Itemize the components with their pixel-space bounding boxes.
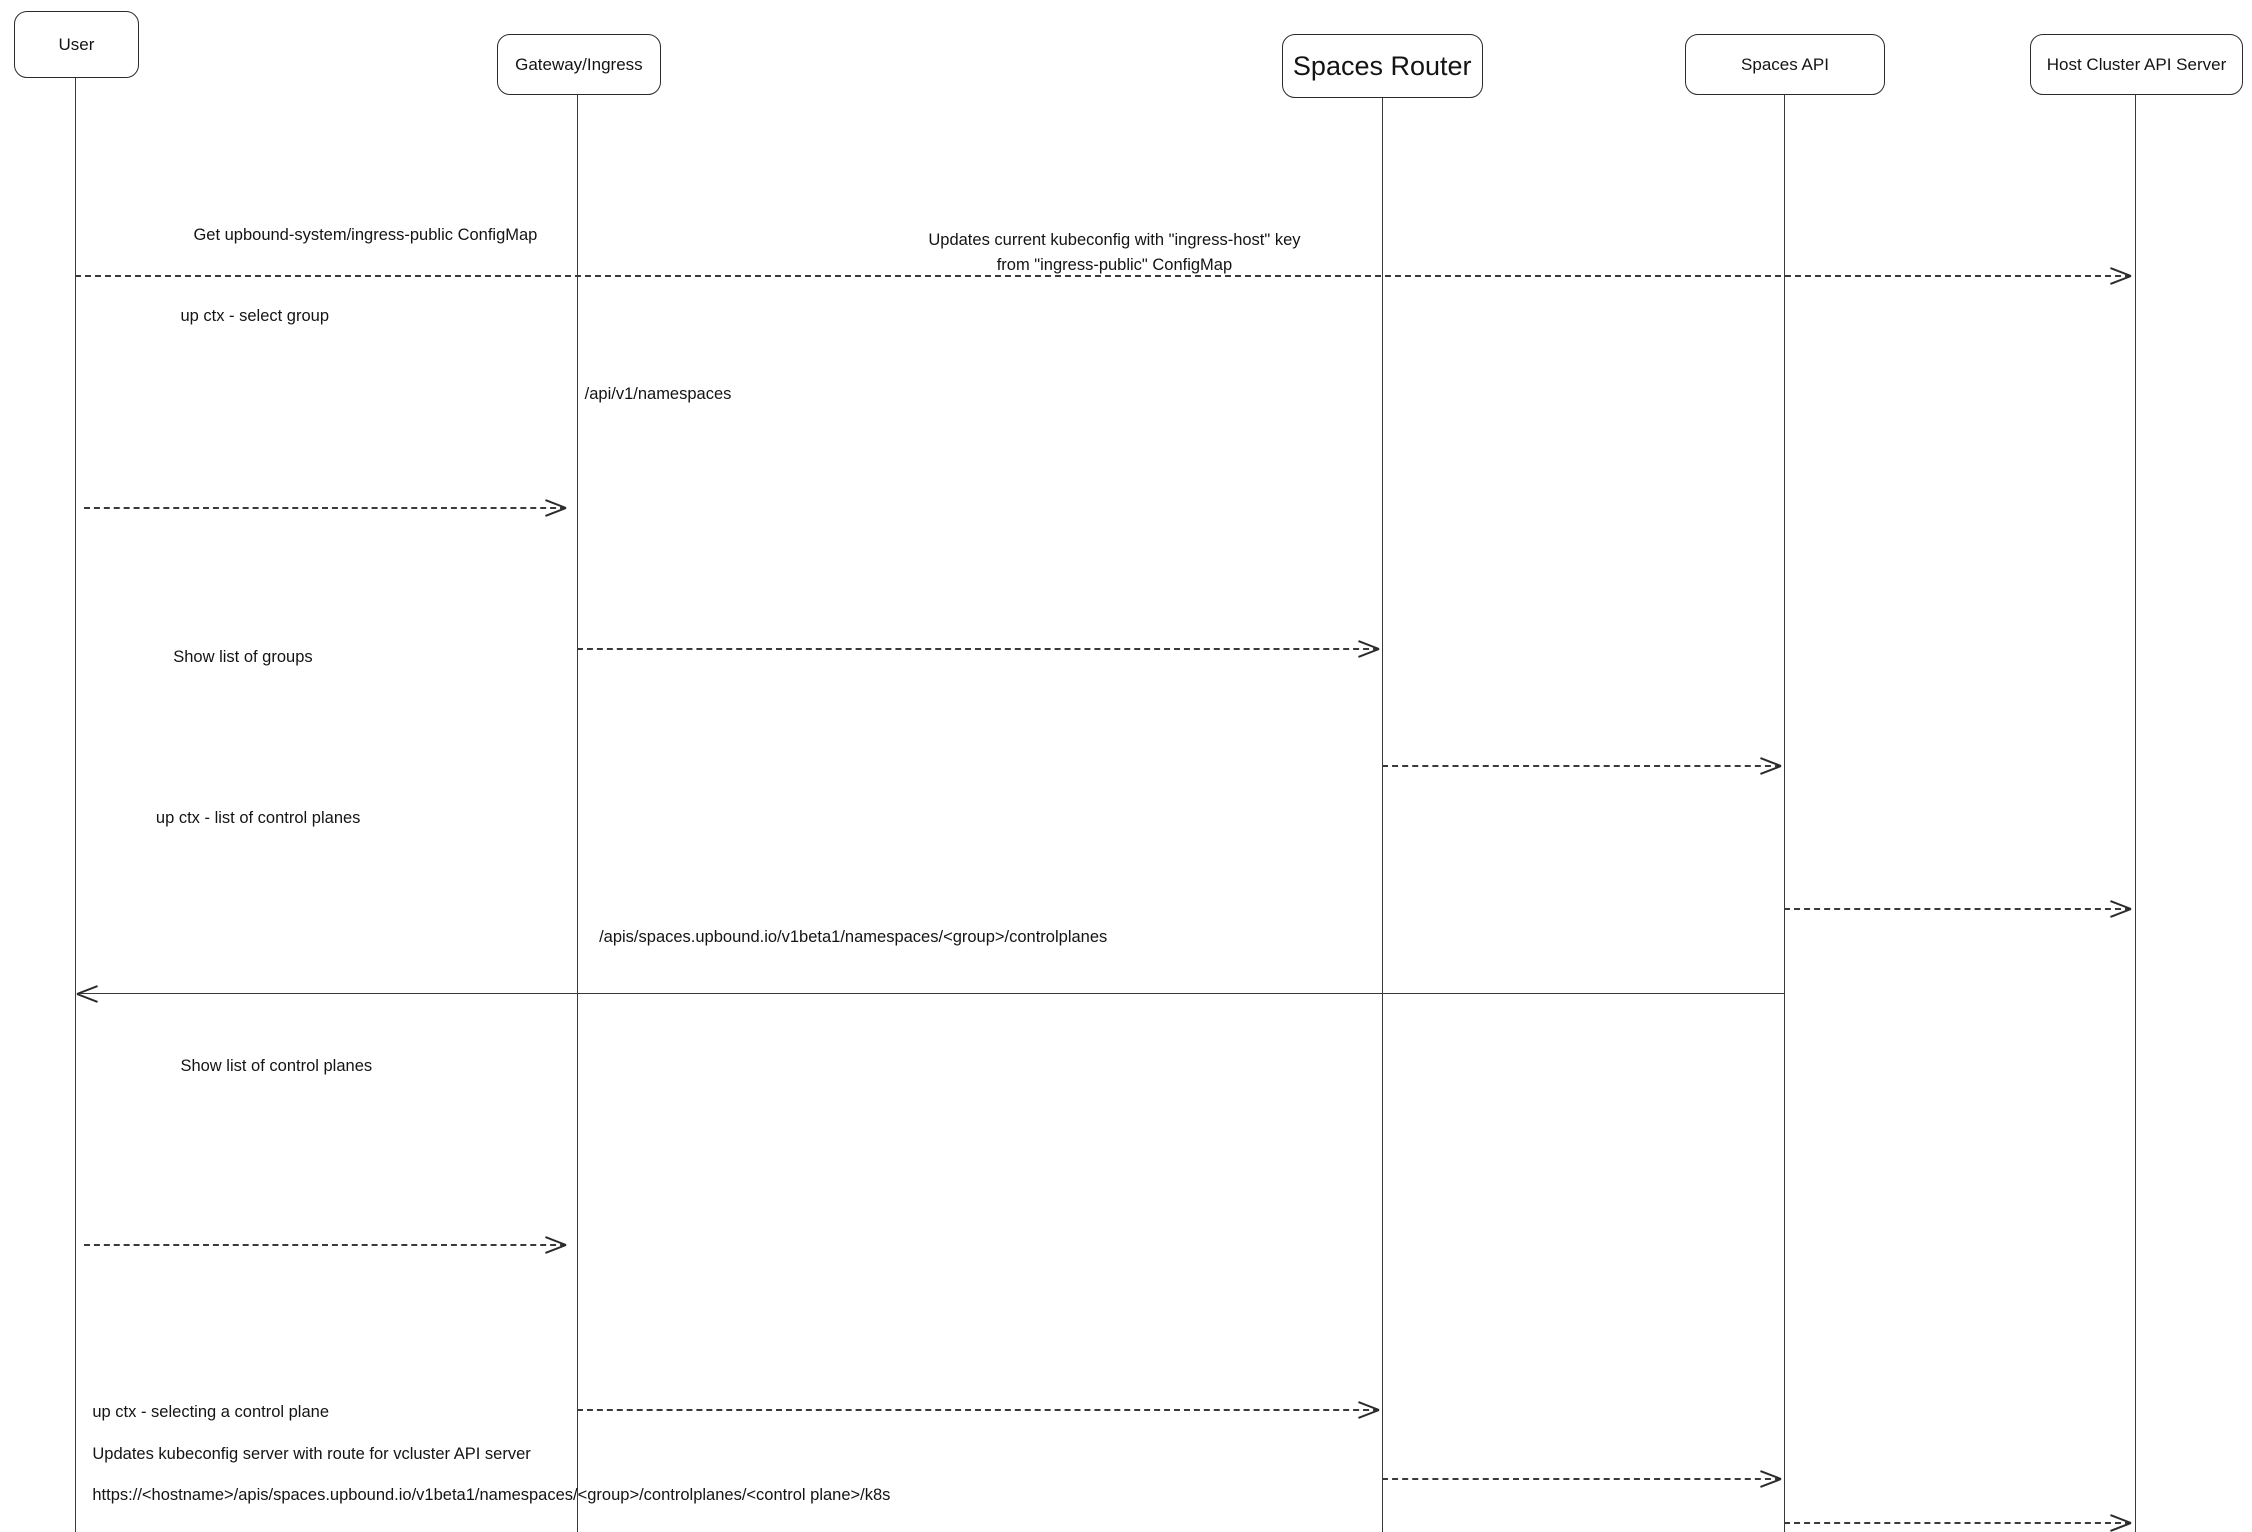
message-line-m5 bbox=[1381, 765, 1782, 768]
participant-label-router: Spaces Router bbox=[1292, 50, 1472, 81]
message-line-m6 bbox=[1784, 907, 2131, 910]
message-label-m9: /apis/spaces.upbound.io/v1beta1/namespac… bbox=[599, 928, 1108, 947]
participant-label-host_api: Host Cluster API Server bbox=[2046, 55, 2227, 75]
participant-host_api[interactable]: Host Cluster API Server bbox=[2029, 34, 2244, 96]
message-label-m8: up ctx - list of control planes bbox=[155, 808, 361, 827]
message-line-m1 bbox=[75, 275, 2131, 278]
message-label-m4: /api/v1/namespaces bbox=[584, 385, 732, 404]
footer-note-f3: https://<hostname>/apis/spaces.upbound.i… bbox=[92, 1485, 891, 1504]
message-line-m8 bbox=[83, 1244, 566, 1247]
lifeline-spaces_api bbox=[1784, 95, 1786, 1532]
message-label-m1: Get upbound-system/ingress-public Config… bbox=[193, 225, 538, 244]
participant-label-user: User bbox=[58, 35, 95, 55]
message-line-m7 bbox=[76, 993, 1785, 995]
lifeline-user bbox=[75, 78, 77, 1532]
participant-spaces_api[interactable]: Spaces API bbox=[1684, 34, 1886, 96]
lifeline-router bbox=[1381, 98, 1383, 1532]
participant-user[interactable]: User bbox=[14, 11, 139, 79]
lifeline-gateway bbox=[577, 95, 579, 1532]
lifeline-host_api bbox=[2135, 95, 2137, 1532]
note-note1: Updates current kubeconfig with "ingress… bbox=[928, 231, 1301, 274]
participant-gateway[interactable]: Gateway/Ingress bbox=[496, 34, 662, 96]
message-label-m3: up ctx - select group bbox=[180, 306, 330, 325]
footer-note-f1: up ctx - selecting a control plane bbox=[92, 1403, 330, 1422]
message-line-m11 bbox=[1784, 1522, 2131, 1525]
message-line-m10 bbox=[1381, 1477, 1782, 1480]
footer-note-f2: Updates kubeconfig server with route for… bbox=[92, 1444, 531, 1463]
message-label-m7: Show list of groups bbox=[173, 647, 313, 666]
message-line-m9 bbox=[577, 1409, 1379, 1412]
message-line-m4 bbox=[577, 648, 1379, 651]
message-line-m3 bbox=[83, 507, 566, 510]
message-label-m12: Show list of control planes bbox=[180, 1056, 373, 1075]
participant-label-spaces_api: Spaces API bbox=[1741, 55, 1829, 75]
participant-label-gateway: Gateway/Ingress bbox=[515, 55, 643, 75]
participant-router[interactable]: Spaces Router bbox=[1281, 34, 1483, 99]
